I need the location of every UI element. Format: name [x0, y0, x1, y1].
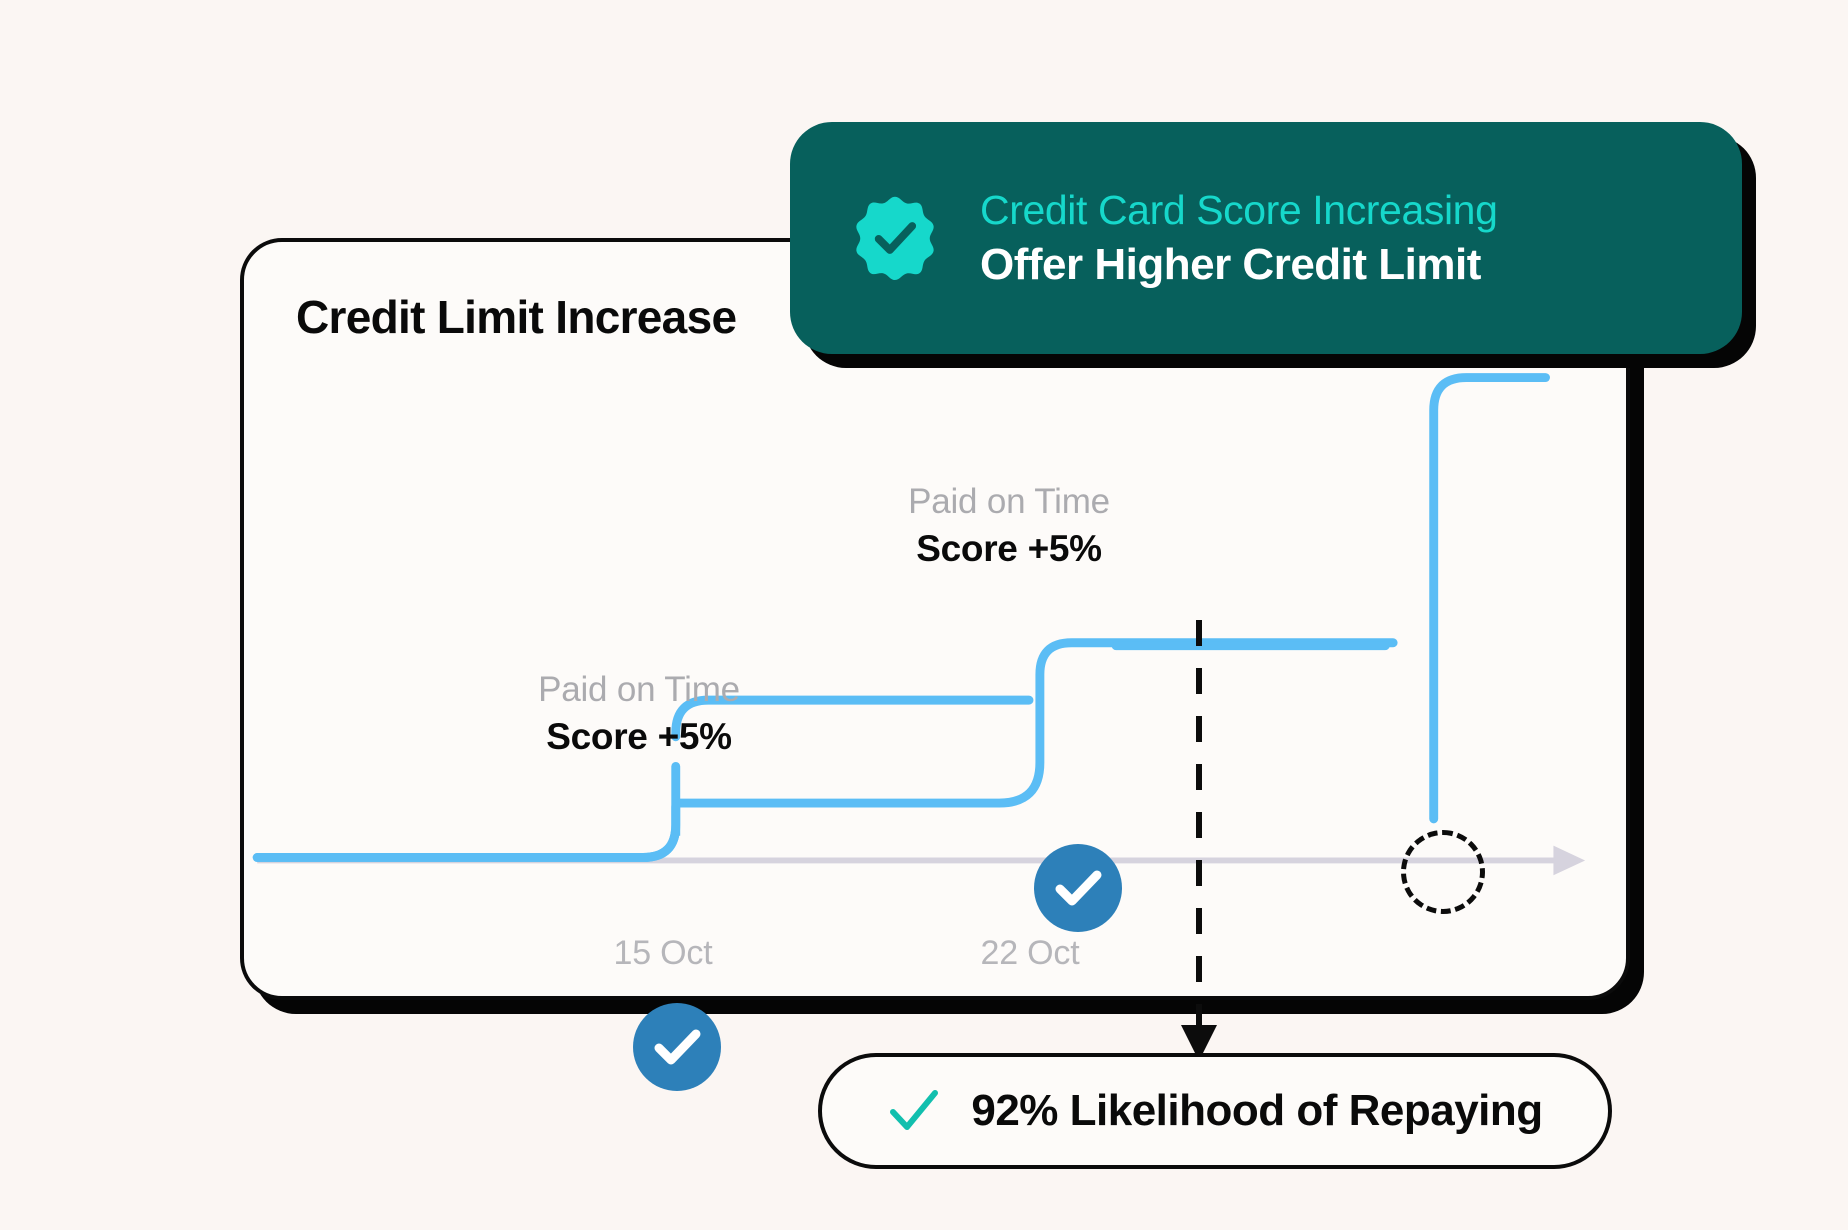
page-title: Credit Limit Increase: [296, 291, 737, 343]
axis-arrow-icon: [1553, 845, 1586, 876]
milestone-2-value: Score +5%: [916, 528, 1102, 569]
score-callout-eyebrow: Credit Card Score Increasing: [980, 186, 1498, 233]
credit-limit-timeline-card: Credit Limit Increase Paid on Time Score…: [240, 238, 1630, 1091]
score-callout-headline: Offer Higher Credit Limit: [980, 239, 1481, 289]
date-tick-15-oct: 15 Oct: [613, 934, 713, 972]
timeline-plot: [252, 373, 1586, 876]
check-icon: [654, 1029, 701, 1065]
score-callout-text: Credit Card Score Increasing Offer Highe…: [980, 186, 1498, 290]
likelihood-label: 92% Likelihood of Repaying: [971, 1086, 1543, 1135]
check-icon: [890, 1090, 939, 1130]
verified-badge-icon: [852, 195, 938, 281]
milestone-2-status: Paid on Time: [908, 482, 1110, 521]
milestone-1-node[interactable]: [633, 1003, 721, 1091]
likelihood-status-badge: 92% Likelihood of Repaying: [818, 1053, 1612, 1169]
milestone-1-status: Paid on Time: [538, 670, 740, 709]
milestone-2-node[interactable]: [1034, 844, 1122, 932]
progress-step-line: [252, 373, 1550, 862]
pending-node-icon[interactable]: [1401, 830, 1485, 914]
milestone-2-label: Paid on Time Score +5%: [839, 482, 1179, 570]
date-tick-22-oct: 22 Oct: [980, 934, 1080, 972]
milestone-1-value: Score +5%: [546, 716, 732, 757]
score-callout-card: Credit Card Score Increasing Offer Highe…: [790, 122, 1742, 354]
projection-connector: [1181, 620, 1217, 1061]
check-icon: [1055, 870, 1102, 906]
milestone-1-label: Paid on Time Score +5%: [469, 670, 809, 758]
down-arrow-icon: [1181, 1025, 1217, 1061]
